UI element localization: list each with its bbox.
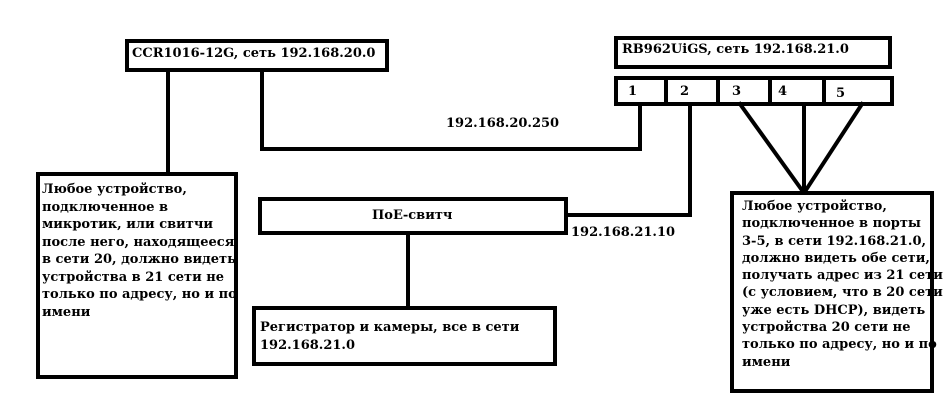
- wire-port3-to-right-note: [737, 101, 807, 196]
- wire-ccr-to-port1: [260, 70, 642, 151]
- recorder-line: 192.168.21.0: [260, 337, 355, 353]
- right-note-line: Любое устройство,: [742, 199, 887, 214]
- right-note-text: Любое устройство, подключенное в порты 3…: [742, 198, 943, 371]
- rb-port-3: 3: [732, 84, 742, 99]
- link-ip-ccr-rb: 192.168.20.250: [446, 116, 560, 131]
- recorder-line: Регистратор и камеры, все в сети: [260, 320, 520, 335]
- wire-port2-to-switch: [564, 102, 692, 217]
- poe-switch-box: [258, 197, 568, 235]
- left-note-line: устройства в 21 сети не: [42, 269, 225, 285]
- rb-port-4: 4: [778, 84, 788, 99]
- right-note-line: устройства 20 сети не: [742, 320, 911, 336]
- right-note-line: подключенное в порты: [742, 216, 921, 232]
- left-note-line: после него, находящееся: [42, 234, 235, 250]
- left-note-line: в сети 20, должно видеть: [42, 252, 236, 267]
- ccr-router-box: [125, 39, 389, 72]
- right-note-line: должно видеть обе сети,: [742, 250, 930, 266]
- left-note-box: [36, 172, 238, 379]
- left-note-line: имени: [42, 304, 91, 320]
- recorder-text: Регистратор и камеры, все в сети 192.168…: [260, 319, 519, 354]
- left-note-line: подключенное в: [42, 199, 169, 215]
- rb-router-label: RB962UiGS, сеть 192.168.21.0: [622, 42, 849, 57]
- left-note-line: Любое устройство,: [42, 182, 187, 197]
- left-note-text: Любое устройство, подключенное в микроти…: [42, 181, 237, 321]
- wire-port5-to-right-note: [801, 101, 865, 196]
- right-note-line: имени: [742, 354, 791, 370]
- right-note-line: только по адресу, но и по: [742, 337, 937, 353]
- right-note-box: [730, 191, 934, 393]
- rb-port-2: 2: [680, 84, 690, 99]
- ccr-router-label: CCR1016-12G, сеть 192.168.20.0: [132, 46, 376, 61]
- left-note-line: только по адресу, но и по: [42, 287, 237, 302]
- right-note-line: 3-5, в сети 192.168.21.0,: [742, 233, 927, 249]
- rb-port-5: 5: [836, 86, 846, 101]
- link-ip-rb-switch: 192.168.21.10: [571, 225, 676, 240]
- rb-router-box: [614, 36, 892, 69]
- right-note-line: получать адрес из 21 сети: [742, 268, 943, 284]
- recorder-box: [252, 306, 557, 366]
- rb-port-strip: [614, 76, 894, 106]
- poe-switch-label: ПоЕ-свитч: [372, 208, 453, 223]
- left-note-line: микротик, или свитчи: [42, 217, 213, 232]
- right-note-line: уже есть DHCP), видеть: [742, 302, 926, 318]
- rb-port-1: 1: [628, 84, 638, 99]
- right-note-line: (с условием, что в 20 сети: [742, 285, 943, 301]
